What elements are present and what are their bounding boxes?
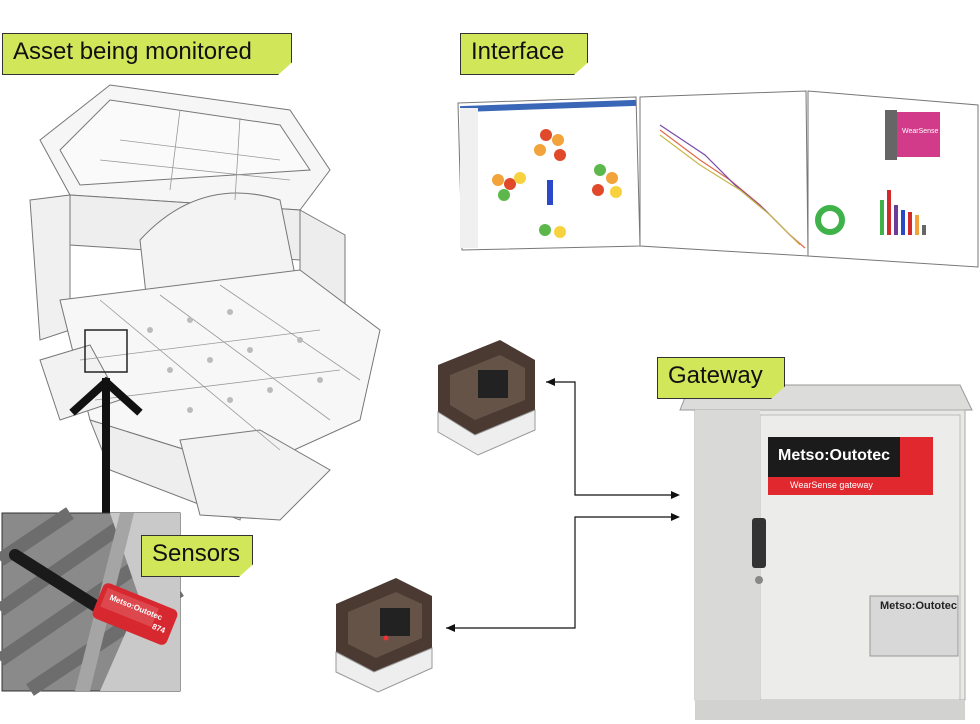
gateway-brand-logo: Metso:Outotec <box>778 447 890 464</box>
sensors-label: Sensors <box>141 535 253 577</box>
gateway-label: Gateway <box>657 357 785 399</box>
gateway-plate-brand: Metso:Outotec <box>880 600 957 612</box>
gateway-product-strip: WearSense gateway <box>790 480 873 490</box>
interface-label: Interface <box>460 33 588 75</box>
asset-label: Asset being monitored <box>2 33 292 75</box>
screen-brand-text: WearSense <box>902 128 939 135</box>
